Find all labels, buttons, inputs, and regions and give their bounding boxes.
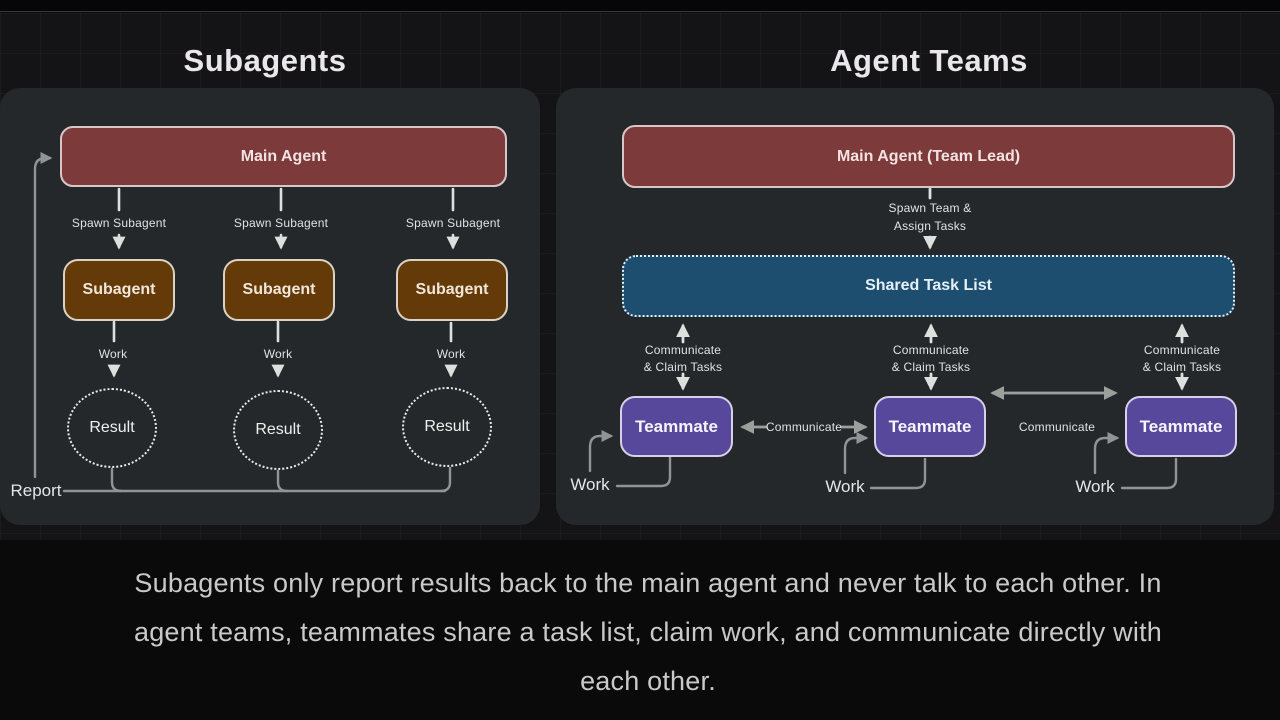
- subagent-node-2: Subagent: [223, 259, 335, 321]
- caption-text: Subagents only report results back to th…: [8, 540, 1280, 706]
- work-label-3: Work: [436, 347, 466, 361]
- left-panel-title: Subagents: [183, 43, 347, 78]
- spawn-team-label-line2: Assign Tasks: [893, 219, 967, 233]
- caption-area: Subagents only report results back to th…: [0, 540, 1280, 720]
- teammate-node-2: Teammate: [874, 396, 986, 457]
- teammate-work-label-3: Work: [1075, 477, 1115, 496]
- caption-line-1: Subagents only report results back to th…: [134, 568, 1162, 598]
- teammate-node-3: Teammate: [1125, 396, 1237, 457]
- teammate-node-1: Teammate: [620, 396, 733, 457]
- main-agent-node: Main Agent: [60, 126, 507, 187]
- claim-label-1-line1: Communicate: [644, 343, 722, 357]
- window-top-strip: [0, 0, 1280, 12]
- work-label-2: Work: [263, 347, 293, 361]
- result-node-2: Result: [233, 390, 323, 470]
- shared-task-list-node: Shared Task List: [622, 255, 1235, 317]
- right-panel-title: Agent Teams: [830, 43, 1028, 78]
- report-label: Report: [10, 481, 62, 500]
- teammate-work-label-1: Work: [570, 475, 610, 494]
- claim-label-1-line2: & Claim Tasks: [643, 360, 723, 374]
- spawn-subagent-label-2: Spawn Subagent: [233, 216, 329, 230]
- result-node-3: Result: [402, 387, 492, 467]
- caption-line-3: each other.: [580, 666, 716, 696]
- teammate-work-label-2: Work: [825, 477, 865, 496]
- communicate-label-1: Communicate: [765, 420, 843, 434]
- communicate-label-2: Communicate: [1018, 420, 1096, 434]
- work-label-1: Work: [98, 347, 128, 361]
- claim-label-2-line1: Communicate: [892, 343, 970, 357]
- claim-label-2-line2: & Claim Tasks: [891, 360, 971, 374]
- team-lead-node: Main Agent (Team Lead): [622, 125, 1235, 188]
- claim-label-3-line1: Communicate: [1143, 343, 1221, 357]
- subagent-node-1: Subagent: [63, 259, 175, 321]
- result-node-1: Result: [67, 388, 157, 468]
- spawn-subagent-label-1: Spawn Subagent: [71, 216, 167, 230]
- claim-label-3-line2: & Claim Tasks: [1142, 360, 1222, 374]
- subagent-node-3: Subagent: [396, 259, 508, 321]
- spawn-subagent-label-3: Spawn Subagent: [405, 216, 501, 230]
- spawn-team-label-line1: Spawn Team &: [888, 201, 972, 215]
- caption-line-2: agent teams, teammates share a task list…: [134, 617, 1162, 647]
